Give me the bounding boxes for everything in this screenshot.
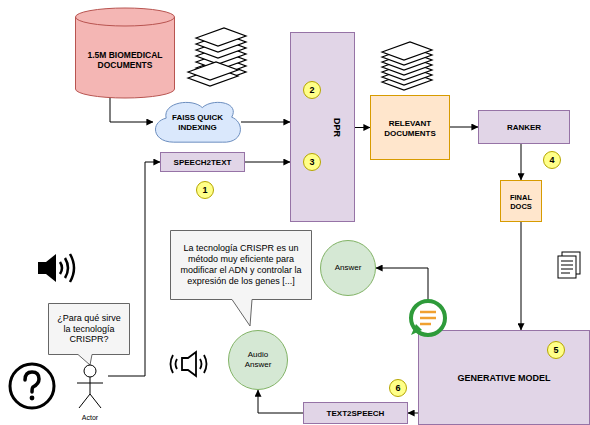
bubble-shape — [49, 304, 130, 366]
actor-leg — [79, 394, 90, 408]
paper-stack-icon — [382, 42, 432, 90]
text-holder: RELEVANT DOCUMENTS — [375, 119, 445, 138]
connector-arrow — [450, 127, 478, 128]
cylinder-rim — [76, 17, 175, 26]
node-label: RELEVANT DOCUMENTS — [375, 119, 445, 138]
sound-speaker-icon — [171, 352, 207, 376]
document-icon — [558, 252, 580, 278]
circle-shape — [321, 241, 376, 296]
text-holder: Actor — [72, 414, 108, 422]
callout-number: 6 — [389, 379, 407, 397]
index-cloud: FAISS QUICK INDEXING — [150, 98, 245, 146]
callout-number: 5 — [547, 341, 565, 359]
output-circle: Answer — [320, 240, 376, 296]
database-cylinder: 1.5M BIOMEDICAL DOCUMENTS — [75, 8, 175, 98]
text-holder: TEXT2SPEECH — [307, 409, 404, 419]
connector-arrow — [258, 390, 303, 413]
model-box: GENERATIVE MODEL — [418, 330, 590, 425]
node-label: Audio Answer — [234, 350, 282, 369]
text-holder: 1.5M BIOMEDICAL DOCUMENTS — [87, 50, 163, 70]
speaker-icon — [38, 254, 74, 282]
connector-arrow — [376, 268, 428, 330]
connector-arrow — [408, 413, 418, 414]
process-box: DPR — [290, 32, 355, 222]
text-holder: Audio Answer — [234, 350, 282, 369]
text-holder: Answer — [324, 263, 372, 273]
text-holder: SPEECH2TEXT — [164, 158, 241, 168]
node-label: FAISS QUICK INDEXING — [166, 113, 229, 132]
cylinder-body — [76, 8, 175, 98]
connector-arrow — [521, 144, 522, 180]
actor-body — [90, 377, 91, 394]
cloud-shape — [155, 102, 240, 142]
text-holder: ¿Para qué sirve la tecnología CRISPR? — [53, 313, 125, 345]
circle-shape — [229, 331, 288, 390]
data-box: FINAL DOCS — [500, 180, 542, 222]
connector-arrow — [110, 98, 153, 122]
node-label: 1.5M BIOMEDICAL DOCUMENTS — [87, 50, 163, 70]
text-holder: RANKER — [483, 123, 565, 133]
paper-stack-icon — [188, 28, 246, 86]
speech-bubble: ¿Para qué sirve la tecnología CRISPR? — [48, 303, 130, 355]
node-label: TEXT2SPEECH — [327, 409, 385, 419]
callout-number: 2 — [303, 81, 321, 99]
callout-number: 3 — [303, 153, 321, 171]
node-label: FINAL DOCS — [503, 193, 539, 211]
speech-bubble: La tecnología CRISPR es un método muy ef… — [170, 230, 312, 300]
actor-figure-outline — [72, 364, 108, 422]
actor-head — [84, 365, 96, 377]
node-label: RANKER — [507, 123, 541, 133]
callout-number: 1 — [196, 181, 214, 199]
text-holder: GENERATIVE MODEL — [425, 373, 583, 384]
process-box: SPEECH2TEXT — [160, 152, 245, 172]
process-box: RANKER — [478, 110, 570, 144]
callout-number: 4 — [543, 151, 561, 169]
node-label: ¿Para qué sirve la tecnología CRISPR? — [53, 313, 125, 345]
node-label: La tecnología CRISPR es un método muy ef… — [176, 243, 306, 286]
actor-leg — [90, 394, 101, 408]
connector-arrow — [521, 222, 522, 330]
text-holder: La tecnología CRISPR es un método muy ef… — [176, 243, 306, 286]
actor-figure: Actor — [72, 364, 108, 422]
connector-arrow — [355, 127, 370, 128]
output-circle: Audio Answer — [228, 330, 288, 390]
connector-arrow — [241, 122, 290, 123]
node-label: SPEECH2TEXT — [174, 158, 232, 168]
text-holder: DPR — [331, 96, 342, 159]
connector-arrow — [245, 162, 290, 163]
text-holder: FAISS QUICK INDEXING — [166, 113, 229, 132]
data-box: RELEVANT DOCUMENTS — [370, 95, 450, 160]
node-label: Actor — [82, 414, 98, 422]
node-label: GENERATIVE MODEL — [458, 373, 551, 384]
actor-arms — [77, 383, 103, 384]
process-box: TEXT2SPEECH — [303, 402, 408, 424]
bubble-shape — [171, 231, 312, 327]
node-label: DPR — [331, 118, 342, 137]
node-label: Answer — [335, 263, 362, 273]
text-holder: FINAL DOCS — [503, 193, 539, 211]
question-icon — [10, 364, 54, 408]
